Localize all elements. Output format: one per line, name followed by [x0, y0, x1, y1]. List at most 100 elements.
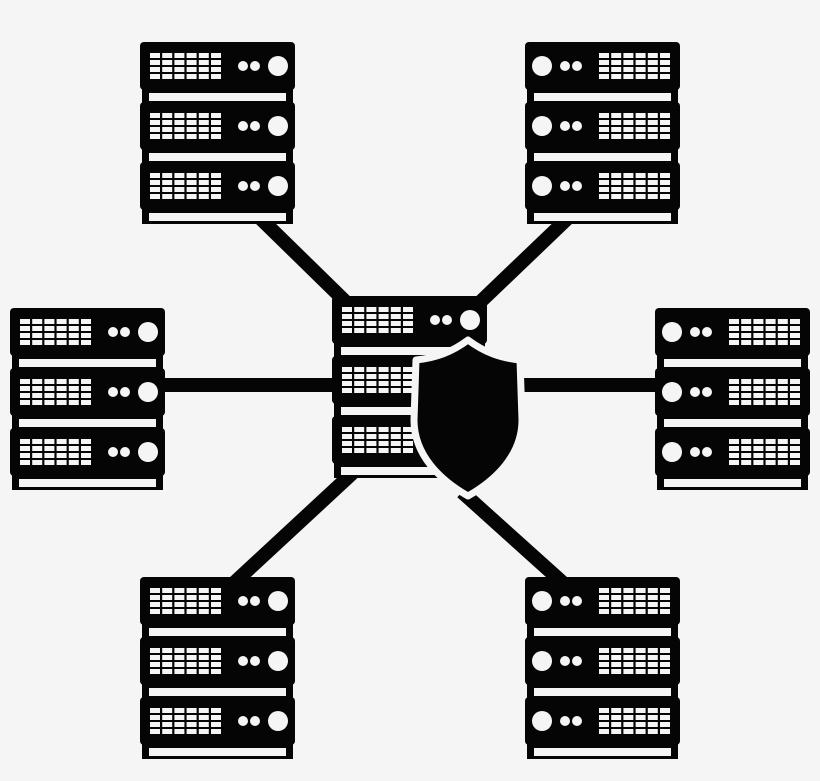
- vent-slot: [599, 127, 609, 132]
- vent-slot: [729, 379, 739, 384]
- power-button-icon: [268, 176, 288, 196]
- vent-slot: [647, 120, 658, 125]
- shield-icon: [410, 336, 526, 500]
- server-unit: [140, 577, 295, 625]
- vent-slot: [162, 609, 173, 614]
- vent-slot: [174, 595, 185, 600]
- vent-slot: [623, 187, 634, 192]
- server-slot: [664, 419, 801, 427]
- vent-slot: [660, 60, 670, 65]
- vent-slot: [635, 67, 646, 72]
- vent-slot: [660, 715, 670, 720]
- led-icon: [108, 387, 118, 397]
- vent-slot: [777, 386, 788, 391]
- vent-slot: [765, 340, 776, 345]
- vent-slot: [611, 669, 622, 674]
- vent-slot: [342, 307, 352, 312]
- server-slot: [534, 213, 671, 221]
- server-stacks: [10, 42, 810, 759]
- vent-slot: [150, 648, 160, 653]
- vent-slot: [660, 113, 670, 118]
- vent-slot: [403, 441, 413, 446]
- vent-slot: [635, 669, 646, 674]
- vent-slot: [599, 180, 609, 185]
- vent-slot: [753, 446, 764, 451]
- vent-slot: [647, 74, 658, 79]
- vent-slot: [44, 400, 55, 405]
- led-icon: [250, 61, 260, 71]
- vent-slot: [198, 669, 209, 674]
- vent-slot: [403, 328, 413, 333]
- vent-slot: [635, 194, 646, 199]
- vent-slot: [44, 446, 55, 451]
- vent-slot: [81, 393, 91, 398]
- vent-slot: [611, 715, 622, 720]
- vent-slot: [660, 588, 670, 593]
- vent-slot: [647, 602, 658, 607]
- vent-slot: [56, 453, 67, 458]
- vent-slot: [753, 340, 764, 345]
- server-slot: [149, 748, 286, 756]
- vent-slot: [765, 326, 776, 331]
- vent-slot: [790, 379, 800, 384]
- led-icon: [560, 181, 570, 191]
- vent-slot: [599, 113, 609, 118]
- vent-slot: [729, 340, 739, 345]
- led-icon: [702, 387, 712, 397]
- vent-slot: [741, 439, 752, 444]
- vent-slot: [599, 120, 609, 125]
- vent-slot: [366, 381, 377, 386]
- vent-slot: [729, 453, 739, 458]
- vent-slot: [211, 708, 221, 713]
- vent-slot: [174, 53, 185, 58]
- vent-slot: [635, 648, 646, 653]
- power-button-icon: [662, 382, 682, 402]
- vent-slot: [647, 729, 658, 734]
- vent-slot: [599, 194, 609, 199]
- vent-slot: [174, 655, 185, 660]
- led-icon: [250, 181, 260, 191]
- vent-slot: [174, 662, 185, 667]
- led-icon: [690, 447, 700, 457]
- power-button-icon: [268, 591, 288, 611]
- vent-slot: [44, 319, 55, 324]
- vent-slot: [162, 669, 173, 674]
- server-stack-middle-right: [655, 308, 810, 490]
- vent-slot: [611, 60, 622, 65]
- led-icon: [560, 61, 570, 71]
- vent-slot: [198, 662, 209, 667]
- vent-slot: [186, 708, 197, 713]
- vent-slot: [81, 439, 91, 444]
- vent-slot: [378, 434, 389, 439]
- vent-slot: [403, 434, 413, 439]
- led-icon: [442, 315, 452, 325]
- vent-slot: [150, 180, 160, 185]
- vent-slot: [68, 453, 79, 458]
- vent-slot: [635, 588, 646, 593]
- power-button-icon: [138, 442, 158, 462]
- vent-slot: [790, 326, 800, 331]
- vent-slot: [366, 388, 377, 393]
- led-icon: [120, 447, 130, 457]
- vent-slot: [198, 194, 209, 199]
- vent-slot: [342, 367, 352, 372]
- server-slot: [149, 688, 286, 696]
- vent-slot: [378, 381, 389, 386]
- vent-slot: [390, 381, 401, 386]
- vent-slot: [623, 53, 634, 58]
- server-unit: [10, 428, 165, 476]
- vent-slot: [623, 669, 634, 674]
- vent-slot: [635, 120, 646, 125]
- vent-slot: [56, 340, 67, 345]
- vent-slot: [765, 460, 776, 465]
- vent-slot: [44, 340, 55, 345]
- vent-slot: [623, 602, 634, 607]
- vent-slot: [729, 386, 739, 391]
- vent-slot: [20, 326, 30, 331]
- shield-shape: [410, 336, 526, 500]
- vent-slot: [378, 321, 389, 326]
- vent-slot: [162, 595, 173, 600]
- vent-slot: [162, 708, 173, 713]
- vent-slot: [635, 602, 646, 607]
- vent-slot: [647, 708, 658, 713]
